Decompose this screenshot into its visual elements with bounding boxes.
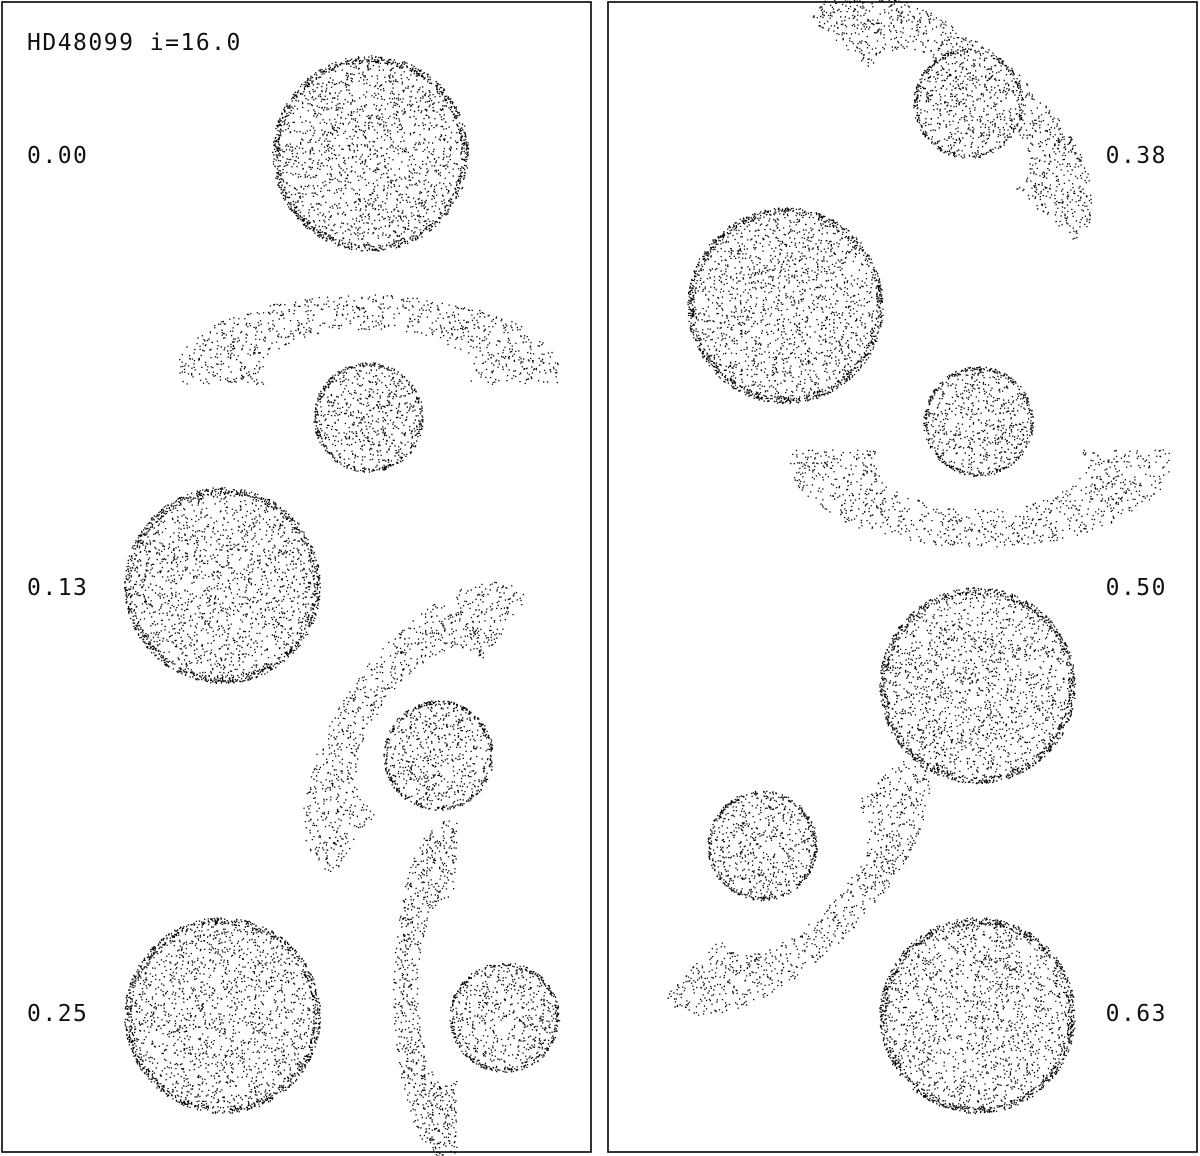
primary-star-phase-0-38 (687, 207, 884, 405)
accretion-disk-phase-0-63 (667, 750, 931, 1016)
secondary-star-phase-0-63 (707, 790, 818, 902)
accretion-disk-phase-0-00 (179, 294, 559, 385)
phase-label-0-00: 0.00 (27, 143, 88, 169)
primary-star-phase-0-25-dots (124, 917, 321, 1114)
phase-label-0-63: 0.63 (1106, 1001, 1167, 1027)
primary-star-phase-0-25 (124, 917, 321, 1114)
secondary-star-phase-0-25 (449, 962, 561, 1073)
phase-label-0-25: 0.25 (27, 1001, 88, 1027)
primary-star-phase-0-13-dots (124, 487, 321, 684)
primary-star-phase-0-50 (879, 587, 1077, 785)
accretion-disk-phase-0-38 (812, 0, 1092, 240)
secondary-star-phase-0-50 (923, 366, 1035, 477)
accretion-disk-phase-0-13-dots (303, 581, 524, 872)
figure-title: HD48099 i=16.0 (27, 30, 242, 56)
secondary-star-phase-0-38 (913, 48, 1024, 159)
secondary-star-phase-0-13 (383, 700, 494, 811)
accretion-disk-phase-0-63-dots (667, 750, 931, 1016)
secondary-star-phase-0-25-dots (449, 962, 561, 1073)
phase-label-0-13: 0.13 (27, 575, 88, 601)
primary-star-phase-0-50-dots (879, 587, 1077, 785)
stipple-layer (124, 0, 1170, 1156)
primary-star-phase-0-13 (124, 487, 321, 684)
accretion-disk-phase-0-50 (790, 449, 1170, 548)
secondary-star-phase-0-13-dots (383, 700, 494, 811)
secondary-star-phase-0-50-dots (923, 366, 1035, 477)
accretion-disk-phase-0-25 (393, 820, 458, 1156)
secondary-star-phase-0-00 (313, 362, 424, 473)
accretion-disk-phase-0-38-dots (812, 0, 1092, 240)
secondary-star-phase-0-00-dots (313, 362, 424, 473)
accretion-disk-phase-0-25-dots (393, 820, 458, 1156)
phase-label-0-50: 0.50 (1106, 575, 1167, 601)
right-panel-frame (607, 1, 1198, 1153)
primary-star-phase-0-63 (879, 917, 1076, 1115)
primary-star-phase-0-00-dots (272, 55, 470, 252)
phase-label-0-38: 0.38 (1106, 143, 1167, 169)
primary-star-phase-0-00 (272, 55, 470, 252)
accretion-disk-phase-0-13 (303, 581, 524, 872)
secondary-star-phase-0-38-dots (913, 48, 1024, 159)
accretion-disk-phase-0-00-dots (179, 294, 559, 385)
primary-star-phase-0-38-dots (687, 207, 884, 405)
secondary-star-phase-0-63-dots (707, 790, 818, 902)
primary-star-phase-0-63-dots (879, 917, 1076, 1115)
left-panel-frame (1, 1, 592, 1153)
accretion-disk-phase-0-50-dots (790, 449, 1170, 548)
